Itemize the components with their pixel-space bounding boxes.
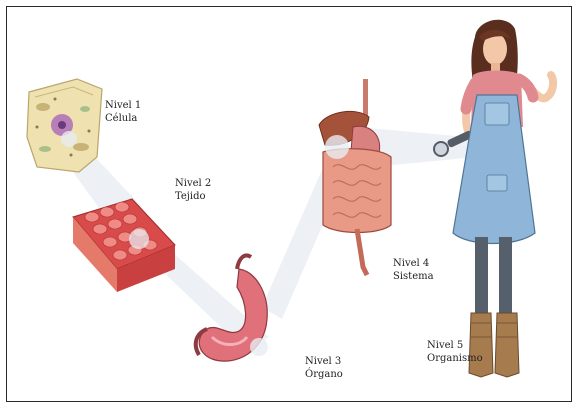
- level-1-label: Nivel 1 Célula: [105, 99, 141, 125]
- levels-illustration: [7, 7, 572, 402]
- level-4-name: Sistema: [393, 270, 434, 283]
- system-magnifier-spot: [325, 135, 349, 159]
- level-3-name: Órgano: [305, 368, 343, 381]
- level-4-label: Nivel 4 Sistema: [393, 257, 434, 283]
- digestive-system-illustration: [319, 79, 391, 275]
- girl-illustration: [434, 20, 553, 377]
- level-5-name: Organismo: [427, 352, 483, 365]
- organ-magnifier-spot: [250, 338, 268, 356]
- level-5-label: Nivel 5 Organismo: [427, 339, 483, 365]
- level-1-name: Célula: [105, 112, 141, 125]
- level-2-name: Tejido: [175, 190, 211, 203]
- cell-illustration: [27, 79, 102, 172]
- level-2-number: Nivel 2: [175, 177, 211, 190]
- tissue-illustration: [73, 199, 175, 292]
- tissue-magnifier-spot: [129, 229, 149, 249]
- level-1-number: Nivel 1: [105, 99, 141, 112]
- cell-magnifier-spot: [61, 131, 77, 147]
- level-5-number: Nivel 5: [427, 339, 483, 352]
- diagram-frame: Nivel 1 Célula Nivel 2 Tejido Nivel 3 Ór…: [6, 6, 572, 402]
- level-3-label: Nivel 3 Órgano: [305, 355, 343, 381]
- level-3-number: Nivel 3: [305, 355, 343, 368]
- level-4-number: Nivel 4: [393, 257, 434, 270]
- level-2-label: Nivel 2 Tejido: [175, 177, 211, 203]
